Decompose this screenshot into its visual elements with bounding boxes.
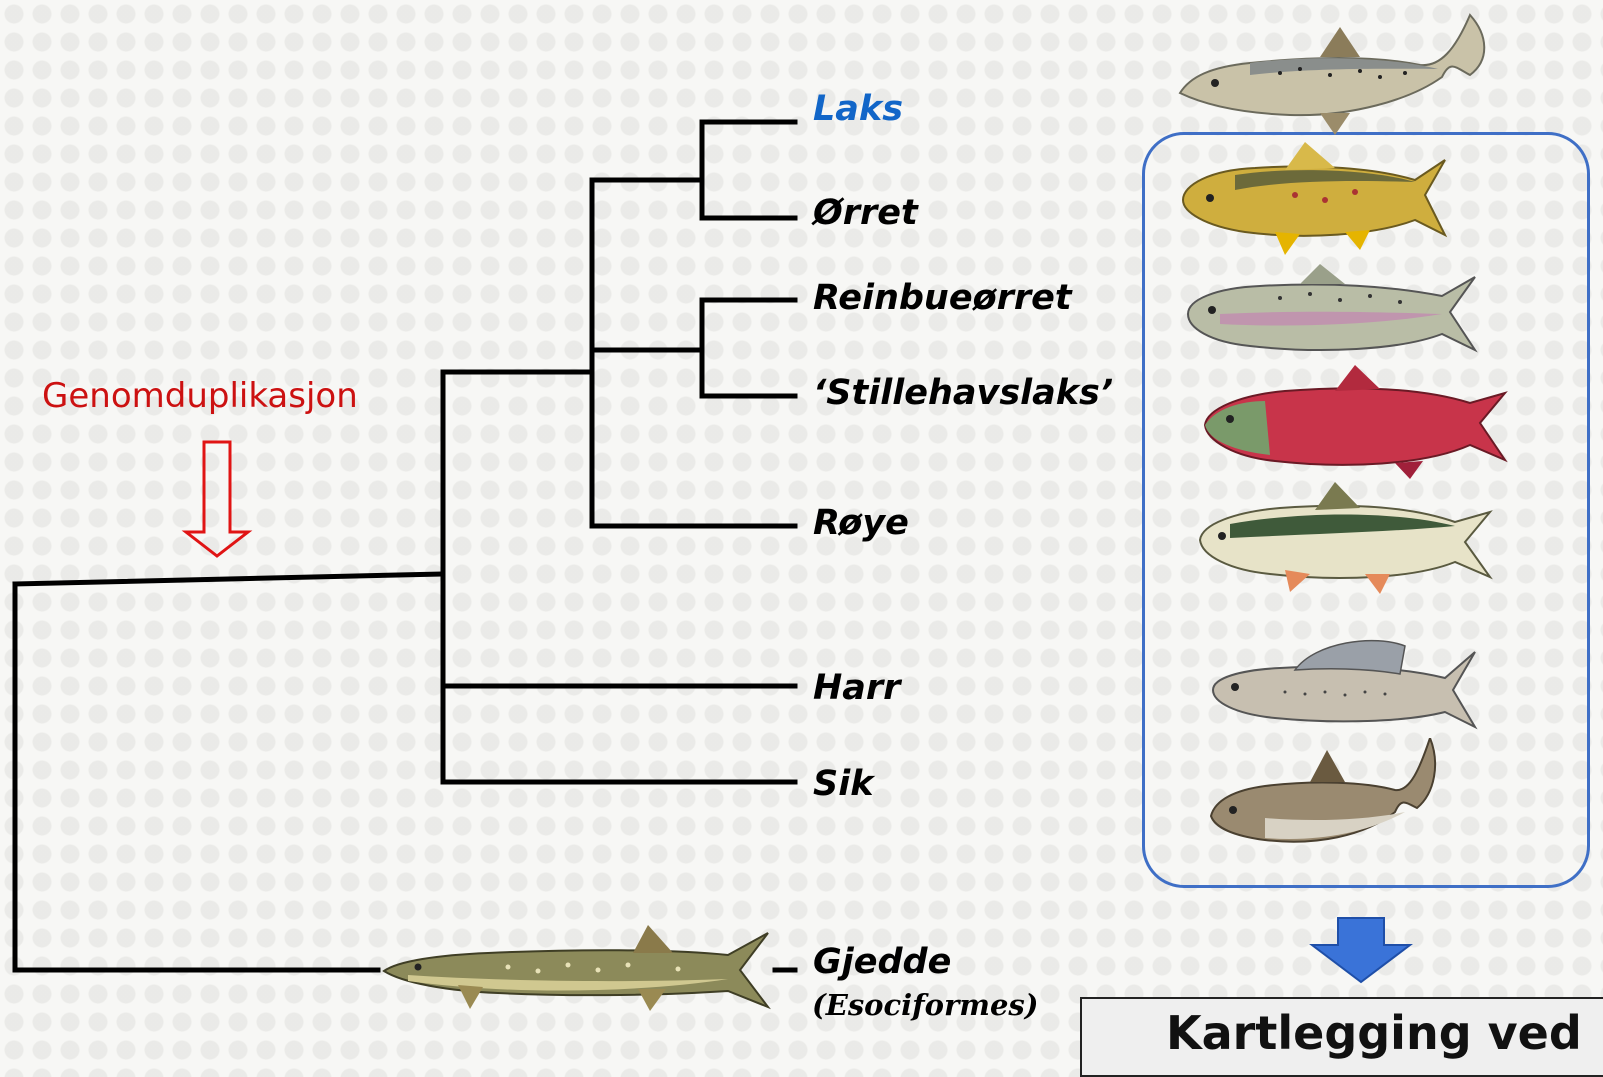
taxon-harr: Harr (813, 671, 900, 706)
taxon-reinbueorret: Reinbueørret (813, 281, 1072, 316)
atlantic-salmon-illustration (1170, 5, 1500, 140)
taxon-orret: Ørret (813, 196, 918, 231)
sockeye-salmon-illustration (1195, 365, 1515, 480)
genome-duplication-label: Genomduplikasjon (42, 376, 358, 416)
grayling-illustration (1205, 632, 1485, 742)
taxon-roye: Røye (813, 506, 909, 541)
branch-to-salmonidae (15, 574, 440, 584)
taxon-gjedde: Gjedde (813, 945, 951, 980)
brown-trout-illustration (1175, 140, 1455, 260)
taxon-laks: Laks (813, 92, 903, 127)
taxon-sik: Sik (813, 767, 873, 802)
down-arrow-icon (1312, 918, 1410, 982)
whitefish-illustration (1205, 738, 1445, 858)
outgroup-order-label: (Esociformes) (812, 988, 1038, 1022)
rainbow-trout-illustration (1180, 262, 1480, 367)
pike-illustration (378, 915, 778, 1025)
mapping-box-text: Kartlegging ved (1166, 1006, 1582, 1060)
taxon-stillehavslaks: ‘Stillehavslaks’ (813, 376, 1113, 411)
arctic-char-illustration (1190, 482, 1500, 597)
hollow-down-arrow-icon (186, 442, 248, 556)
